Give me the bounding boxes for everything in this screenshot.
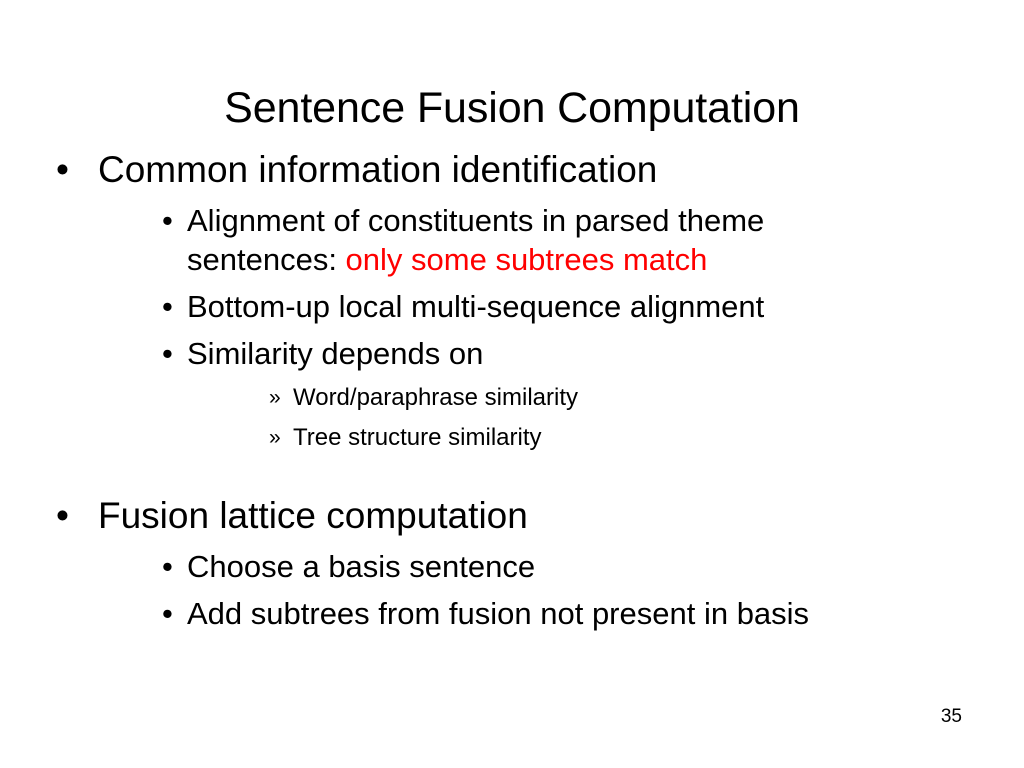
slide-body: • Common information identification • Al…: [0, 148, 1024, 633]
bullet-marker-icon: •: [162, 336, 173, 372]
bullet-text: Tree structure similarity: [293, 423, 542, 451]
bullet-text: Bottom-up local multi-sequence alignment: [187, 289, 765, 325]
bullet-level2-add-subtrees-from-fusion: • Add subtrees from fusion not present i…: [0, 594, 1024, 633]
slide-title: Sentence Fusion Computation: [224, 83, 800, 132]
bullet-marker-icon: •: [56, 494, 69, 536]
bullet-marker-icon: •: [162, 289, 173, 325]
bullet-level2-bottom-up-local-multi-sequence-alignment: • Bottom-up local multi-sequence alignme…: [0, 287, 1024, 326]
bullet-level2-similarity-depends-on: • Similarity depends on: [0, 334, 1024, 373]
bullet-text: Alignment of constituents in parsed them…: [187, 201, 887, 279]
bullet-marker-icon: •: [56, 149, 69, 190]
bullet-text: Common information identification: [98, 149, 658, 190]
bullet-text: Add subtrees from fusion not present in …: [187, 596, 810, 632]
bullet-text: Fusion lattice computation: [98, 494, 528, 536]
bullet-level3-word-paraphrase-similarity: » Word/paraphrase similarity: [0, 383, 1024, 413]
page-number: 35: [940, 706, 962, 727]
bullet-marker-icon: »: [269, 425, 281, 449]
bullet-level1-common-information-identification: • Common information identification: [0, 148, 1024, 191]
bullet-text: Choose a basis sentence: [187, 549, 536, 585]
bullet-text: Word/paraphrase similarity: [293, 384, 578, 412]
bullet-text: Similarity depends on: [187, 336, 484, 372]
bullet-level2-choose-a-basis-sentence: • Choose a basis sentence: [0, 547, 1024, 586]
bullet-level3-tree-structure-similarity: » Tree structure similarity: [0, 423, 1024, 453]
bullet-text-normal: Alignment of constituents in parsed them…: [187, 203, 765, 278]
bullet-text-highlight: only some subtrees match: [345, 242, 708, 278]
bullet-marker-icon: »: [269, 386, 281, 410]
bullet-level1-fusion-lattice-computation: • Fusion lattice computation: [0, 494, 1024, 537]
bullet-marker-icon: •: [162, 596, 173, 632]
bullet-marker-icon: •: [162, 203, 173, 239]
bullet-marker-icon: •: [162, 549, 173, 585]
bullet-level2-alignment-of-constituents: • Alignment of constituents in parsed th…: [0, 201, 1024, 279]
